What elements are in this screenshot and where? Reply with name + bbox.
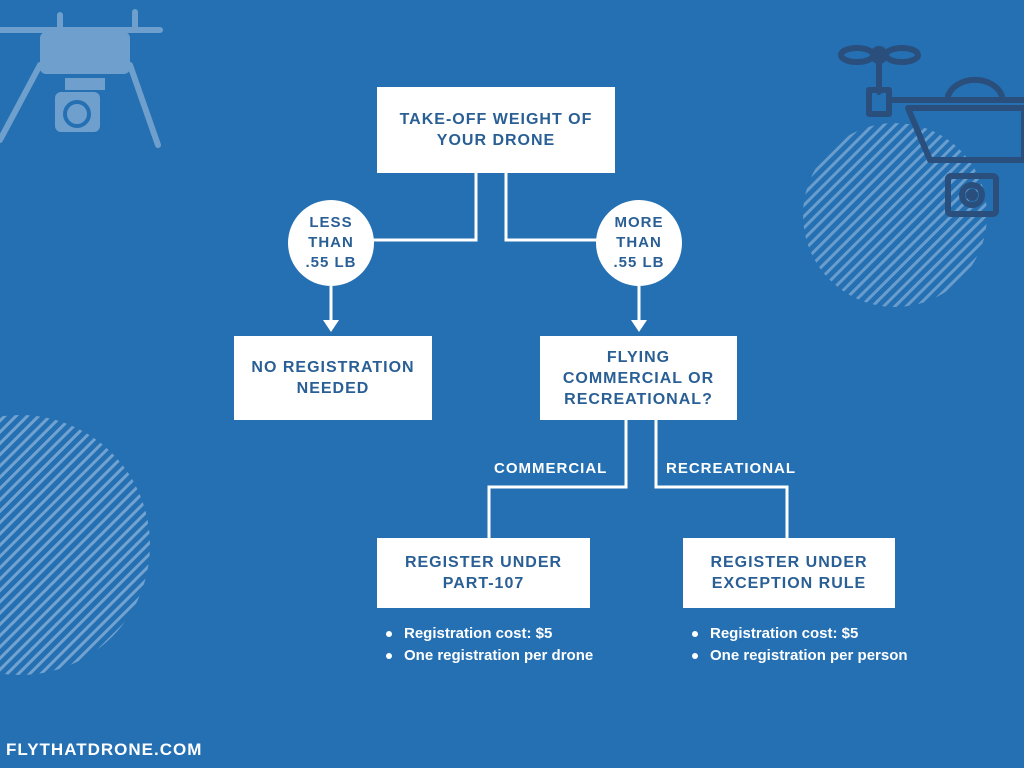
list-item: One registration per drone	[382, 645, 593, 667]
camera-drone-icon	[838, 45, 1024, 217]
root-node-line1: TAKE-OFF WEIGHT OF	[399, 111, 593, 128]
hatched-circle-left	[0, 415, 150, 675]
question-line1: FLYING	[606, 348, 671, 366]
recreational-bullet-list: Registration cost: $5 One registration p…	[688, 623, 908, 667]
register-exception-node: REGISTER UNDER EXCEPTION RULE	[683, 538, 895, 608]
flowchart-connectors	[329, 172, 789, 538]
no-registration-node: NO REGISTRATION NEEDED	[234, 336, 432, 420]
exception-line1: REGISTER UNDER	[710, 554, 868, 571]
register-part107-node: REGISTER UNDER PART-107	[377, 538, 590, 608]
recreational-label: RECREATIONAL	[666, 460, 797, 477]
condition-more-line1: MORE	[614, 214, 664, 231]
list-item: Registration cost: $5	[382, 623, 593, 645]
list-item: One registration per person	[688, 645, 908, 667]
question-line3: RECREATIONAL?	[564, 390, 713, 408]
part107-line1: REGISTER UNDER	[404, 554, 563, 571]
no-registration-line2: NEEDED	[296, 380, 370, 397]
exception-line2: EXCEPTION RULE	[711, 575, 867, 592]
condition-more-than: MORE THAN .55 LB	[596, 200, 682, 286]
condition-less-line2: THAN	[308, 234, 354, 251]
flying-question-node: FLYING COMMERCIAL OR RECREATIONAL?	[540, 336, 737, 420]
condition-less-than: LESS THAN .55 LB	[288, 200, 374, 286]
hatched-circle-right	[803, 123, 987, 307]
commercial-label: COMMERCIAL	[494, 460, 608, 477]
condition-less-line3: .55 LB	[305, 254, 357, 271]
list-item: Registration cost: $5	[688, 623, 908, 645]
root-node-weight: TAKE-OFF WEIGHT OF YOUR DRONE	[377, 87, 615, 173]
no-registration-line1: NO REGISTRATION	[251, 359, 415, 376]
drone-icon	[0, 9, 163, 148]
question-line2: COMMERCIAL OR	[562, 369, 715, 387]
part107-line2: PART-107	[442, 575, 525, 592]
root-node-line2: YOUR DRONE	[436, 132, 556, 149]
arrowheads	[323, 320, 647, 332]
condition-less-line1: LESS	[309, 214, 353, 231]
footer-site-link[interactable]: FLYTHATDRONE.COM	[6, 740, 203, 759]
condition-more-line3: .55 LB	[613, 254, 665, 271]
condition-more-line2: THAN	[616, 234, 662, 251]
commercial-bullet-list: Registration cost: $5 One registration p…	[382, 623, 593, 667]
